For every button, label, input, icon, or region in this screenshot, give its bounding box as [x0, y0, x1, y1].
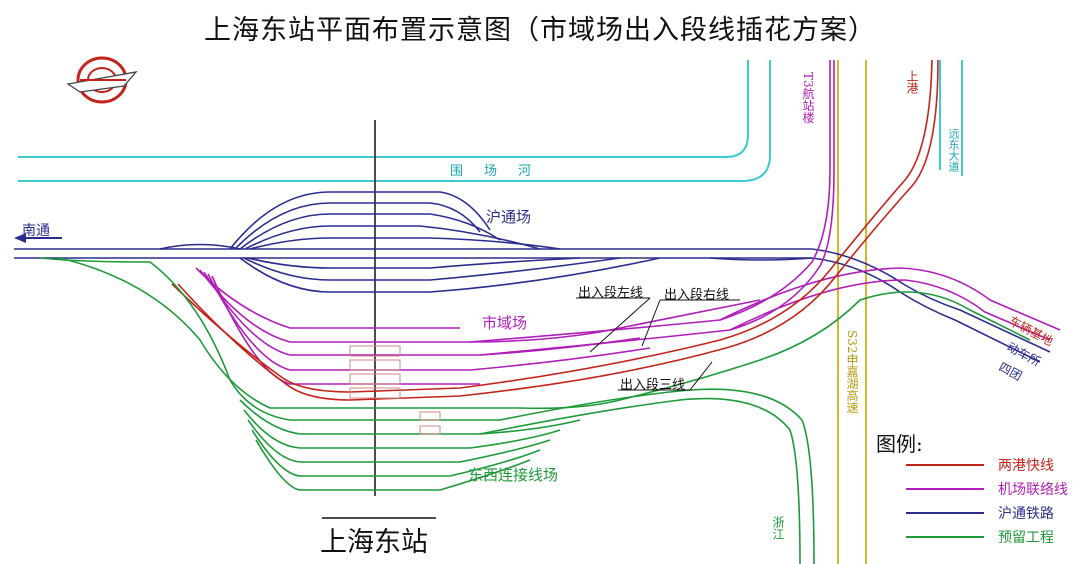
legend-label: 机场联络线 — [998, 482, 1068, 498]
label-shiyu-yard: 市域场 — [482, 314, 528, 332]
label-nantong: 南通 — [22, 223, 50, 239]
label-exit-left: 出入段左线 — [578, 286, 644, 301]
railway-logo — [66, 56, 138, 104]
s32-highway — [837, 60, 867, 564]
label-hutong-yard: 沪通场 — [486, 208, 532, 226]
legend-item: 机场联络线 — [906, 478, 1076, 500]
platforms — [349, 345, 441, 435]
callout-leaders — [576, 297, 740, 391]
hutong-tracks — [14, 191, 1051, 363]
legend-swatch — [906, 512, 984, 514]
station-name: 上海东站 — [320, 527, 428, 558]
label-dongxi-yard: 东西连接线场 — [468, 466, 559, 484]
legend-label: 预留工程 — [998, 530, 1054, 546]
legend-label: 沪通铁路 — [998, 506, 1054, 522]
legend-swatch — [906, 536, 984, 538]
label-cyan-road: 远东大道 — [947, 128, 960, 172]
legend-item: 沪通铁路 — [906, 502, 1076, 524]
legend-swatch — [906, 488, 984, 490]
legend-item: 两港快线 — [906, 454, 1076, 476]
label-s32: S32申嘉湖高速 — [845, 330, 859, 414]
label-exit-right: 出入段右线 — [664, 288, 730, 303]
nantong-arrow — [14, 233, 62, 243]
legend-item: 预留工程 — [906, 526, 1076, 548]
legend-title: 图例: — [876, 432, 923, 456]
dongxi-tracks — [39, 257, 1031, 564]
weichang-river — [18, 60, 963, 182]
label-shanggang: 上港 — [905, 70, 919, 94]
label-weichang-river: 围 场 河 — [450, 164, 536, 179]
label-zhejiang: 浙江 — [771, 516, 785, 540]
legend-label: 两港快线 — [998, 458, 1054, 474]
label-exit-three: 出入段三线 — [620, 378, 686, 393]
lianggang-tracks — [171, 59, 939, 401]
page-title: 上海东站平面布置示意图（市域场出入段线插花方案） — [204, 15, 876, 46]
legend-swatch — [906, 464, 984, 466]
label-t3-station: T3航站楼 — [801, 72, 815, 124]
shiyu-tracks — [195, 60, 1061, 385]
